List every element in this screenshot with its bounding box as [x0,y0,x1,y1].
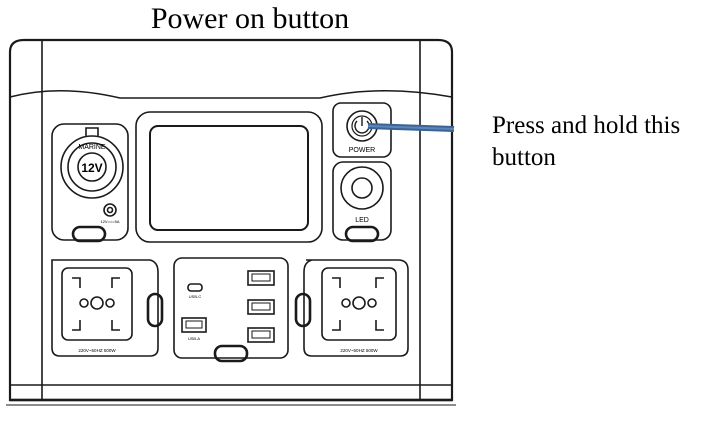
ac-label-right: 220V~50HZ 500W [340,348,378,353]
dc-port [103,203,117,217]
usb-a-port-1 [247,270,275,286]
usb-c-port [187,283,203,292]
car-socket-ring [67,142,117,192]
ac-switch-right[interactable] [294,292,312,328]
power-label: POWER [349,147,375,154]
car-socket-voltage: 12V [81,161,102,175]
car-socket-switch[interactable] [71,225,107,243]
car-socket-brand: MARINE [78,144,106,151]
led-switch[interactable] [344,225,380,243]
usb-a-port-2 [247,299,275,315]
usb-a-port-3 [247,327,275,343]
ac-outlet-right [294,259,409,357]
callout-line-1: Press and hold this [492,112,681,139]
usb-panel [173,257,289,363]
device-body [6,38,456,406]
car-socket-panel [51,123,129,243]
led-panel [332,161,392,243]
usb-switch[interactable] [213,344,249,363]
dc-port-label: 12V===5A [100,219,119,224]
usb-c-label: USB-C [189,294,202,299]
car-socket-outer [60,135,124,199]
callout-arrow [367,123,455,132]
usb-a-port-left [181,317,207,333]
ac-outlet-left [51,259,164,357]
ac-label-left: 220V~50HZ 500W [78,348,116,353]
car-socket-center [77,152,107,182]
led-label: LED [355,217,369,224]
page-title: Power on button [150,2,350,35]
callout-text: Press and hold this button [492,110,680,174]
callout-line-2: button [492,144,556,171]
ac-switch-left[interactable] [146,292,164,328]
usb-a-label: USB-A [188,336,201,341]
led-light [340,166,384,210]
lcd-display [135,111,323,243]
